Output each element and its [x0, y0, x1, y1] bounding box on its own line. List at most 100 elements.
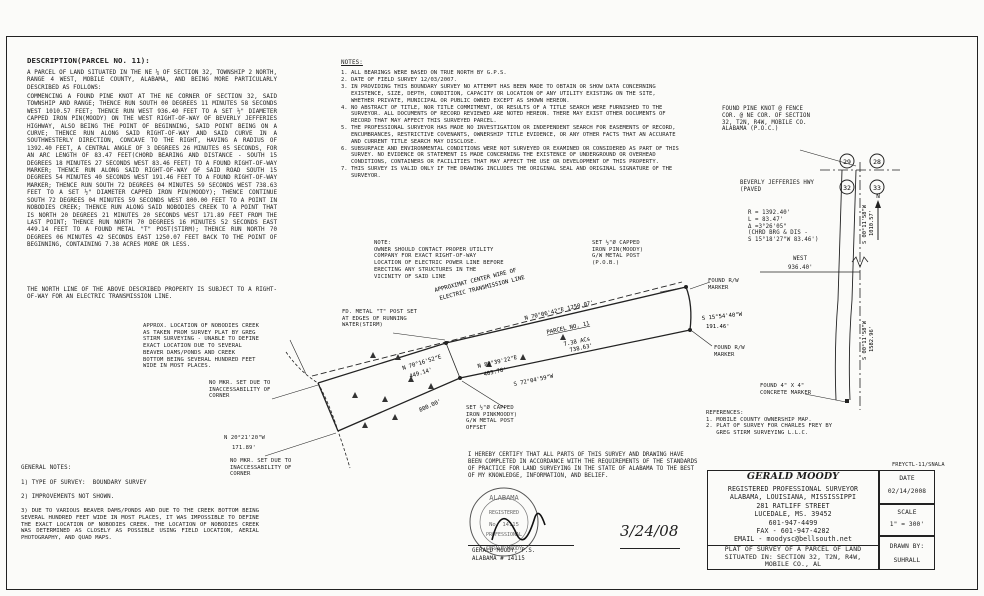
- signature-line: [468, 545, 574, 546]
- leader-line: [691, 330, 713, 347]
- company-line-3: 281 RATLIFF STREET: [756, 502, 830, 510]
- n20-bearing: N 20°21'20"W: [224, 435, 265, 441]
- drawn-by-cell: [879, 536, 935, 570]
- drawing-border: [6, 36, 978, 590]
- drawn-by-label: DRAWN BY:: [889, 543, 925, 550]
- creek-line: [285, 351, 351, 469]
- svg-text:No. 14115: No. 14115: [489, 522, 519, 528]
- date-value: 02/14/2008: [887, 488, 927, 495]
- signer-name: GERALD MOODY, P.S.: [472, 548, 536, 554]
- east-tie-bearing: S 00°11'58"W: [862, 204, 868, 244]
- note-item: 3.IN PROVIDING THIS BOUNDARY SURVEY NO A…: [341, 84, 656, 104]
- rw-marker-label-2: FOUND R/W MARKER: [714, 345, 745, 358]
- s15-bearing: S 15°54'40"W: [702, 312, 743, 322]
- acres-label: 7.38 ACs: [563, 336, 591, 347]
- leader-line: [461, 380, 506, 409]
- no-marker-note-2: NO MKR. SET DUE TO INACCESSABILITY OF CO…: [230, 458, 292, 478]
- dist-738: 738.63': [569, 343, 593, 354]
- leader-line: [289, 339, 307, 375]
- company-email: EMAIL - moodysc@bellsouth.net: [733, 535, 853, 543]
- highway-east-edge: [848, 169, 857, 401]
- t-post-marker: [444, 341, 448, 345]
- north-arrow: [875, 200, 881, 240]
- curve-data: R = 1392.40' L = 83.47' Δ =3°26'05" (CHR…: [748, 210, 819, 244]
- note-item: 2.DATE OF FIELD SURVEY 12/03/2007.: [341, 77, 457, 84]
- dist-800: 800.00': [418, 399, 442, 414]
- note-item: 4.NO ABSTRACT OF TITLE, NOR TITLE COMMIT…: [341, 104, 666, 125]
- leader-line: [392, 332, 446, 341]
- general-note-3: 3) DUE TO VARIOUS BEAVER DAMS/PONDS AND …: [21, 508, 259, 542]
- rw-marker-label-1: FOUND R/W MARKER: [708, 278, 739, 291]
- east-tie2-bearing: S 00°11'58"W: [862, 320, 868, 360]
- notes-title: NOTES:: [341, 60, 363, 66]
- description-intro: A PARCEL OF LAND SITUATED IN THE NE ¼ OF…: [27, 70, 277, 91]
- section-29-circle: [839, 153, 855, 169]
- north-label: N: [876, 193, 880, 200]
- file-reference: FREYCTL-11/SNALA: [892, 462, 945, 468]
- owner-utility-note: NOTE: OWNER SHOULD CONTACT PROPER UTILIT…: [374, 240, 504, 280]
- concrete-marker-label: FOUND 4" X 4" CONCRETE MARKER: [760, 383, 812, 396]
- svg-text:REGISTERED: REGISTERED: [489, 510, 519, 516]
- company-line-2: ALABAMA, LOUISIANA, MISSISSIPPI: [729, 493, 857, 501]
- leader-line: [804, 393, 847, 403]
- note-item: 5.THE PROFESSIONAL SURVEYOR HAS MADE NO …: [341, 125, 676, 145]
- date-label: DATE: [899, 475, 915, 482]
- west-distance: 936.40': [788, 265, 813, 271]
- poc-label: FOUND PINE KNOT @ FENCE COR. @ NE COR. O…: [722, 106, 811, 133]
- leader-line: [271, 384, 319, 400]
- n80-distance: 403.78': [483, 367, 507, 378]
- section-32-label: 32: [843, 184, 851, 192]
- east-tie2-distance: 1582.96': [869, 326, 875, 352]
- creek-location-note: APPROX. LOCATION OF NOBODIES CREEK AS TA…: [143, 323, 259, 370]
- east-row-line: [685, 286, 692, 331]
- section-28-circle: [869, 153, 885, 169]
- company-line-1: REGISTERED PROFESSIONAL SURVEYOR: [727, 485, 859, 493]
- section-29-label: 29: [843, 158, 851, 166]
- section-33-circle: [869, 179, 885, 195]
- svg-text:ALABAMA: ALABAMA: [489, 494, 519, 502]
- t-post-label: FD. METAL "T" POST SET AT EDGES OF RUNNI…: [342, 309, 418, 329]
- highway-west-edge: [834, 169, 843, 401]
- scale-label: SCALE: [897, 509, 917, 516]
- description-body: COMMENCING A FOUND PINE KNOT AT THE NE C…: [27, 94, 277, 249]
- description-title: DESCRIPTION(PARCEL NO. 11):: [27, 56, 150, 65]
- s15-distance: 191.46': [706, 324, 730, 330]
- offset-pin-label: SET ½"Ø CAPPED IRON PINKMOODY) G/W METAL…: [466, 405, 518, 432]
- general-note-2: 2) IMPROVEMENTS NOT SHOWN.: [21, 494, 115, 500]
- certification-text: I HEREBY CERTIFY THAT ALL PARTS OF THIS …: [468, 452, 698, 479]
- section-28-label: 28: [873, 158, 881, 166]
- general-note-1: 1) TYPE OF SURVEY: BOUNDARY SURVEY: [21, 480, 147, 486]
- note-item: 6.SUBSURFACE AND ENVIRONMENTAL CONDITION…: [341, 145, 679, 166]
- company-fax: FAX - 601-947-4282: [756, 527, 830, 535]
- scale-value: 1" = 300': [889, 521, 925, 528]
- company-name: GERALD MOODY: [746, 471, 840, 482]
- company-phone: 601-947-4499: [768, 519, 818, 527]
- leader-line: [659, 286, 687, 293]
- west-boundary-line: [317, 382, 339, 432]
- note-item: 7.THIS SURVEY IS VALID ONLY IF THE DRAWI…: [341, 166, 673, 179]
- iron-pin-marker: [458, 376, 462, 380]
- svg-text:PROFESSIONAL: PROFESSIONAL: [486, 532, 522, 538]
- marsh-symbols: [352, 334, 566, 428]
- leader-line: [689, 281, 711, 290]
- signer-license: ALABAMA # 14115: [472, 556, 525, 562]
- pob-pin-label: SET ½"Ø CAPPED IRON PIN(MOODY) G/W METAL…: [592, 240, 644, 267]
- west-label: WEST: [793, 256, 808, 262]
- break-symbol: [851, 256, 869, 269]
- pob-marker: [684, 285, 688, 289]
- company-line-4: LUCEDALE, MS. 39452: [754, 510, 832, 518]
- plat-title: PLAT OF SURVEY OF A PARCEL OF LAND SITUA…: [724, 545, 862, 568]
- parcel-label: PARCEL NO. 11: [546, 321, 590, 336]
- section-33-label: 33: [873, 184, 881, 192]
- concrete-marker: [845, 399, 849, 403]
- note-item: 1.ALL BEARINGS WERE BASED ON TRUE NORTH …: [341, 70, 507, 76]
- leader-line: [799, 149, 857, 167]
- general-notes-title: GENERAL NOTES:: [21, 465, 72, 471]
- description-easement-note: THE NORTH LINE OF THE ABOVE DESCRIBED PR…: [27, 287, 277, 301]
- section-32-circle: [839, 179, 855, 195]
- date-cell: [879, 470, 935, 504]
- plat-title-cell: [707, 545, 879, 570]
- references: REFERENCES: 1. MOBILE COUNTY OWNERSHIP M…: [706, 410, 833, 437]
